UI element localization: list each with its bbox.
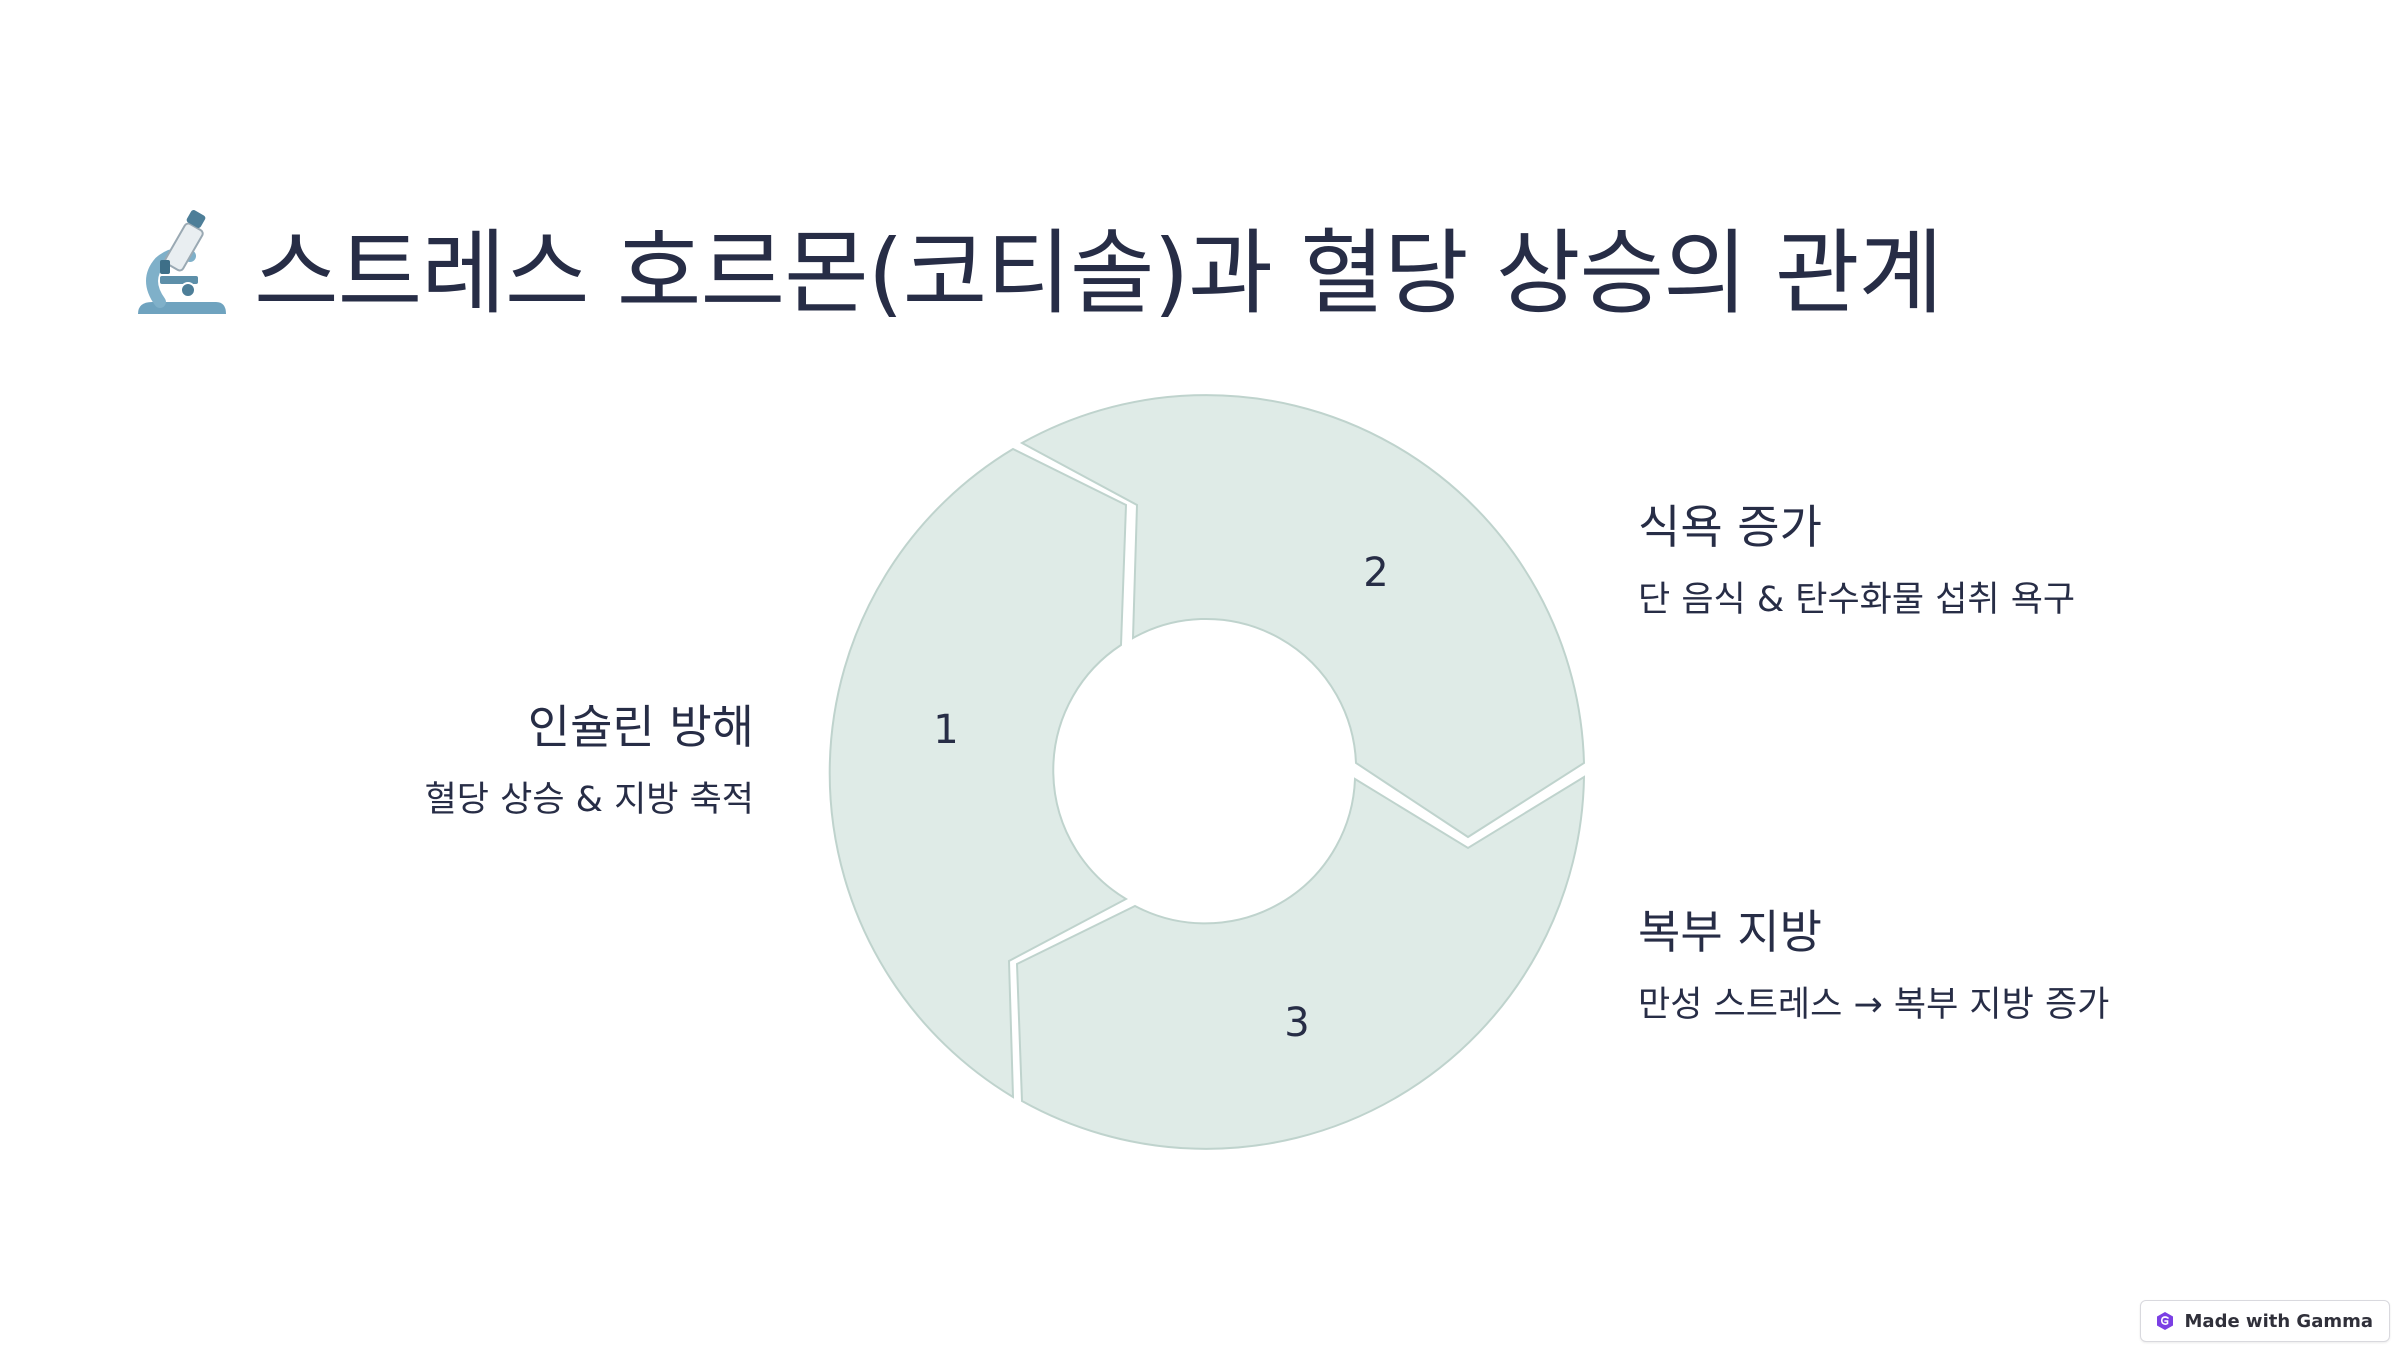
step-number-3: 3 — [1284, 1000, 1309, 1046]
cycle-segment-3 — [1015, 775, 1586, 1150]
step-1-title: 인슐린 방해 — [527, 700, 754, 754]
microscope-icon — [138, 210, 226, 314]
step-2-title: 식욕 증가 — [1638, 500, 1822, 554]
step-number-1: 1 — [933, 707, 958, 753]
step-1-description: 혈당 상승 & 지방 축적 — [424, 780, 754, 821]
step-3-label: 복부 지방 만성 스트레스 → 복부 지방 증가 — [1638, 905, 2109, 1026]
page-title: 스트레스 호르몬(코티솔)과 혈당 상승의 관계 — [254, 219, 1943, 327]
title-row: 스트레스 호르몬(코티솔)과 혈당 상승의 관계 — [130, 200, 1943, 330]
step-number-2: 2 — [1363, 550, 1388, 596]
made-with-gamma-badge[interactable]: Made with Gamma — [2139, 1300, 2390, 1342]
badge-label: Made with Gamma — [2184, 1310, 2373, 1332]
step-2-description: 단 음식 & 탄수화물 섭취 욕구 — [1638, 580, 2076, 621]
cycle-segment-1 — [828, 447, 1129, 1099]
step-3-title: 복부 지방 — [1638, 905, 1822, 959]
step-3-description: 만성 스트레스 → 복부 지방 증가 — [1638, 985, 2110, 1026]
step-1-label: 인슐린 방해 혈당 상승 & 지방 축적 — [425, 700, 754, 821]
cycle-segment-2 — [1019, 394, 1586, 839]
gamma-logo-icon — [2156, 1312, 2173, 1330]
step-2-label: 식욕 증가 단 음식 & 탄수화물 섭취 욕구 — [1638, 500, 2075, 621]
